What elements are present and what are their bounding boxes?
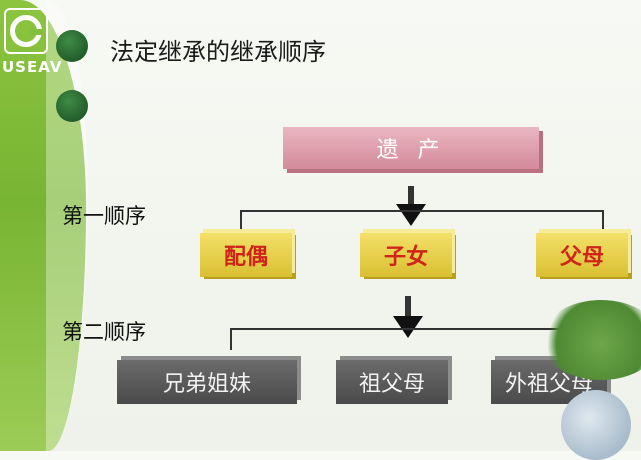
bullet-dot-icon <box>56 30 88 62</box>
arrow-down-icon <box>396 204 426 226</box>
arrow-down-icon <box>393 316 423 338</box>
estate-box: 遗 产 <box>283 127 539 169</box>
second-order-label: 第二顺序 <box>62 320 146 344</box>
bracket-line <box>230 328 594 330</box>
heir-siblings-box: 兄弟姐妹 <box>117 360 297 404</box>
arrow-shaft <box>408 186 414 208</box>
logo-g-icon <box>10 15 43 47</box>
bracket-right-tick <box>602 210 604 234</box>
bracket-line <box>240 210 604 212</box>
bullet-dot-icon <box>56 90 88 122</box>
globe-decoration <box>561 390 631 460</box>
heir-spouse-box: 配偶 <box>200 233 292 277</box>
tree-decoration <box>541 300 641 380</box>
page-title: 法定继承的继承顺序 <box>110 38 326 66</box>
first-order-label: 第一顺序 <box>62 204 146 228</box>
arrow-shaft <box>405 296 411 320</box>
logo <box>4 8 48 54</box>
heir-children-box: 子女 <box>360 233 452 277</box>
heir-parents-box: 父母 <box>536 233 628 277</box>
heir-grandparents-box: 祖父母 <box>336 360 448 404</box>
logo-text: USEAV <box>2 58 63 76</box>
bracket-left-tick <box>240 210 242 234</box>
bracket-left-tick <box>230 328 232 350</box>
